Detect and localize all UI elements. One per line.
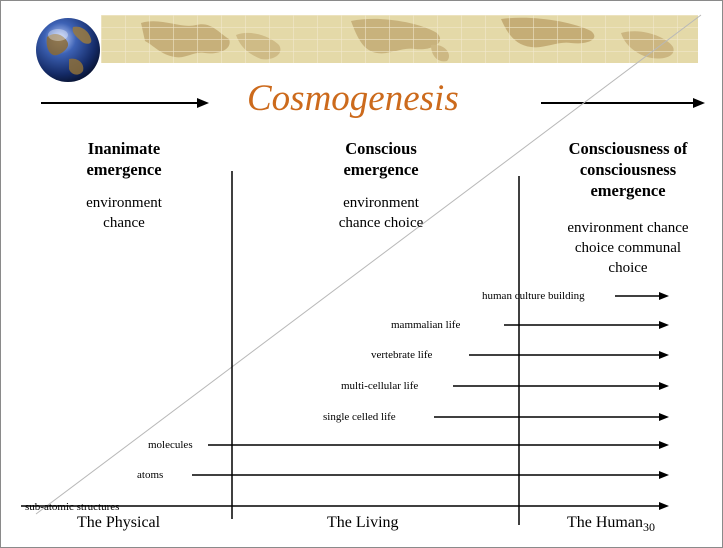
level-arrow-mammalian: [504, 321, 669, 329]
slide-number: 30: [642, 520, 655, 535]
level-label-subatomic: sub-atomic structures: [25, 501, 120, 513]
level-label-vertebrate: vertebrate life: [371, 349, 433, 361]
column-inanimate-heading: Inanimate emergence: [86, 139, 162, 179]
bottom-label-living: The Living: [327, 514, 399, 531]
level-label-multicellular: multi-cellular life: [341, 380, 419, 392]
column-consciousness-description: environment chance choice communal choic…: [567, 220, 689, 276]
level-arrow-molecules: [208, 441, 669, 449]
level-label-human-culture: human culture building: [482, 290, 585, 302]
world-map-banner: [101, 15, 698, 63]
globe-icon: [36, 18, 100, 82]
column-consciousness-heading: Consciousness of consciousness emergence: [568, 139, 688, 200]
level-arrow-subatomic: [21, 502, 669, 510]
bottom-label-physical: The Physical: [77, 514, 161, 531]
level-label-atoms: atoms: [137, 469, 164, 481]
column-conscious-heading: Conscious emergence: [343, 139, 419, 179]
arrow-right-title: [541, 98, 705, 108]
level-arrow-atoms: [192, 471, 669, 479]
level-arrow-human-culture: [615, 292, 669, 300]
level-arrow-single-celled: [434, 413, 669, 421]
level-label-mammalian: mammalian life: [391, 319, 461, 331]
arrow-left-title: [41, 98, 209, 108]
diagonal-line: [35, 14, 702, 515]
level-label-molecules: molecules: [148, 439, 193, 451]
level-arrow-multicellular: [453, 382, 669, 390]
column-conscious-description: environment chance choice: [338, 195, 424, 231]
bottom-label-human: The Human30: [567, 514, 655, 535]
level-label-single-celled: single celled life: [323, 411, 396, 423]
bottom-label-human-text: The Human: [567, 514, 643, 531]
level-arrow-vertebrate: [469, 351, 669, 359]
page-title: Cosmogenesis: [247, 78, 459, 119]
column-inanimate-description: environment chance: [86, 195, 162, 231]
